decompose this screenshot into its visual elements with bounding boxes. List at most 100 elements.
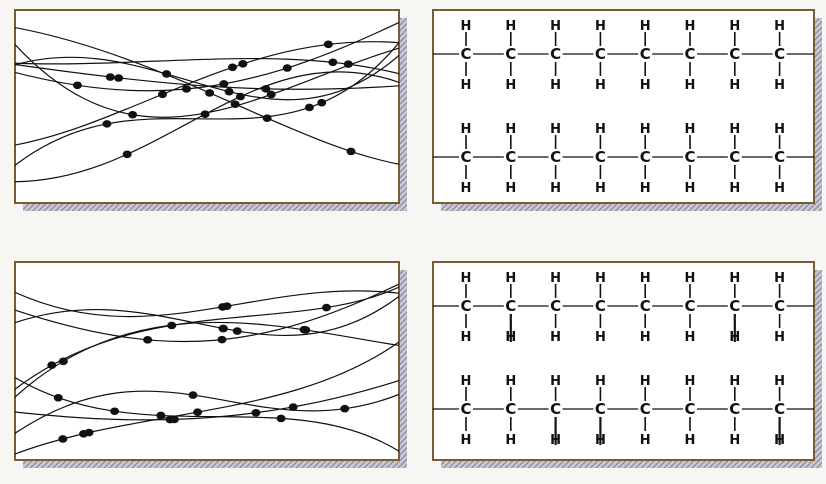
hydrogen-atom: H xyxy=(505,181,516,196)
carbon-atom: C xyxy=(595,400,606,418)
polymer-chain xyxy=(15,41,399,146)
hydrogen-atom: H xyxy=(640,19,651,34)
atom-bg xyxy=(548,298,563,314)
hydrogen-atom: H xyxy=(550,181,561,196)
monomer-bead xyxy=(122,150,132,159)
hydrogen-atom: H xyxy=(505,122,516,137)
carbon-atom: C xyxy=(550,400,561,418)
panel-polyethylene-chains-1: CHHCHHCHHCHHCHHCHHCHHCHHCHHCHHCHHCHHCHHC… xyxy=(432,9,822,211)
carbon-atom: C xyxy=(460,400,471,418)
hydrogen-atom: H xyxy=(550,122,561,137)
monomer-bead xyxy=(193,408,203,416)
hydrogen-atom: H xyxy=(461,330,472,345)
monomer-bead xyxy=(228,63,238,72)
hydrogen-atom: H xyxy=(595,78,606,93)
hydrogen-atom: H xyxy=(595,181,606,196)
hydrogen-atom: H xyxy=(595,271,606,286)
atom-bg xyxy=(503,149,518,165)
carbon-atom: C xyxy=(640,45,651,63)
hydrogen-atom: H xyxy=(729,374,740,389)
monomer-bead xyxy=(282,64,292,72)
hydrogen-atom: H xyxy=(505,330,516,345)
panel-polymer-amorphous-1 xyxy=(14,9,407,211)
monomer-bead xyxy=(217,335,227,344)
carbon-atom: C xyxy=(550,45,561,63)
monomer-bead xyxy=(105,73,115,81)
carbon-atom: C xyxy=(550,297,561,315)
monomer-bead xyxy=(262,114,272,123)
atom-bg xyxy=(593,46,608,62)
hydrogen-atom: H xyxy=(595,330,606,345)
monomer-bead xyxy=(251,408,261,417)
hydrogen-atom: H xyxy=(595,19,606,34)
hydrogen-atom: H xyxy=(550,19,561,34)
hydrogen-atom: H xyxy=(729,433,740,448)
monomer-bead xyxy=(276,414,286,423)
carbon-atom: C xyxy=(729,148,740,166)
atom-bg xyxy=(772,401,787,417)
hydrogen-atom: H xyxy=(685,374,696,389)
atom-bg xyxy=(727,298,742,314)
atom-bg xyxy=(593,149,608,165)
monomer-bead xyxy=(340,404,350,413)
carbon-atom: C xyxy=(460,148,471,166)
atom-bg xyxy=(593,298,608,314)
hydrogen-atom: H xyxy=(774,374,785,389)
monomer-bead xyxy=(328,58,338,67)
monomer-bead xyxy=(158,90,168,99)
monomer-bead xyxy=(102,120,112,128)
hydrogen-atom: H xyxy=(685,78,696,93)
atom-bg xyxy=(503,298,518,314)
monomer-bead xyxy=(288,403,298,411)
hydrogen-atom: H xyxy=(640,181,651,196)
atom-bg xyxy=(503,46,518,62)
hydrogen-atom: H xyxy=(461,19,472,34)
monomer-bead xyxy=(219,80,229,88)
polymer-chain xyxy=(15,41,399,167)
carbon-atom: C xyxy=(595,148,606,166)
hydrogen-atom: H xyxy=(640,78,651,93)
atom-bg xyxy=(683,298,697,314)
hydrogen-atom: H xyxy=(505,271,516,286)
hydrogen-atom: H xyxy=(640,433,651,448)
carbon-atom: C xyxy=(729,400,740,418)
carbon-atom: C xyxy=(684,297,695,315)
hydrogen-atom: H xyxy=(729,181,740,196)
monomer-bead xyxy=(188,391,198,399)
polymer-chain xyxy=(15,290,399,318)
carbon-atom: C xyxy=(640,400,651,418)
hydrogen-atom: H xyxy=(505,374,516,389)
hydrogen-atom: H xyxy=(550,433,561,448)
panel-polyethylene-chains-2: CHHCHHCHHCHHCHHCHHCHHCHHCHHCHHCHHCHHCHHC… xyxy=(432,261,822,468)
hydrogen-atom: H xyxy=(640,330,651,345)
carbon-atom: C xyxy=(550,148,561,166)
hydrogen-atom: H xyxy=(685,271,696,286)
panel-frame xyxy=(14,9,400,204)
hydrogen-atom: H xyxy=(595,433,606,448)
atom-bg xyxy=(727,401,742,417)
polymer-chain xyxy=(15,57,399,75)
atom-bg xyxy=(638,401,653,417)
monomer-bead xyxy=(230,100,240,108)
carbon-atom: C xyxy=(684,45,695,63)
monomer-bead xyxy=(114,74,124,82)
hydrogen-atom: H xyxy=(550,271,561,286)
carbon-atom: C xyxy=(774,400,785,418)
hydrogen-atom: H xyxy=(685,330,696,345)
panel-frame xyxy=(14,261,400,461)
hydrogen-atom: H xyxy=(505,78,516,93)
hydrogen-atom: H xyxy=(729,271,740,286)
carbon-atom: C xyxy=(774,297,785,315)
hydrogen-atom: H xyxy=(461,78,472,93)
monomer-bead xyxy=(79,429,89,438)
polymer-chain xyxy=(15,21,399,92)
hydrogen-atom: H xyxy=(640,374,651,389)
monomer-bead xyxy=(299,325,309,334)
hydrogen-atom: H xyxy=(461,433,472,448)
atom-bg xyxy=(638,149,653,165)
atom-bg xyxy=(548,46,563,62)
monomer-bead xyxy=(128,110,138,119)
atom-bg xyxy=(638,298,653,314)
hydrogen-atom: H xyxy=(774,433,785,448)
